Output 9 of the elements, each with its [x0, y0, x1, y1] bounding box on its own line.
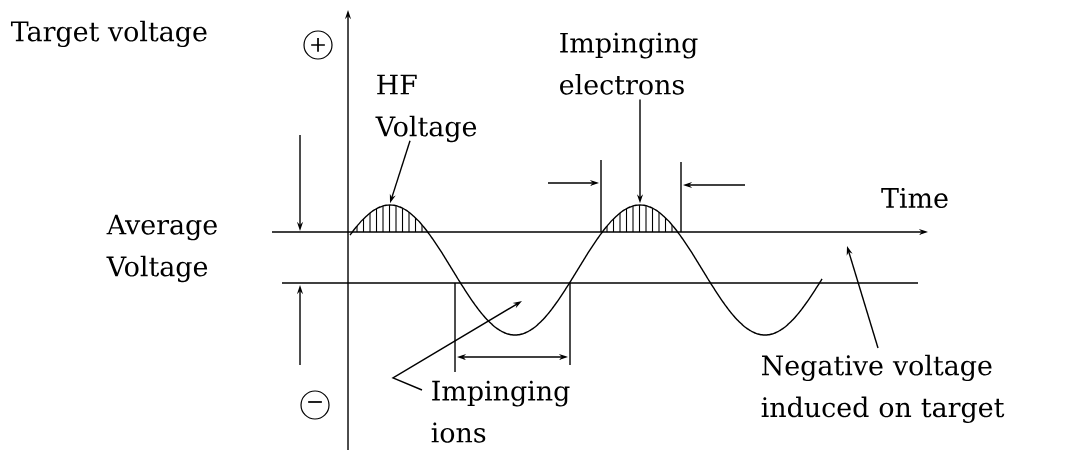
callout-label: HF Voltage [375, 74, 477, 143]
axis-label: Average Voltage [106, 214, 217, 283]
callout-label: Negative voltage induced on target [761, 354, 1005, 423]
hatched-pulse [356, 204, 423, 233]
axis-label: Time [881, 187, 948, 209]
hatched-pulse [606, 204, 673, 233]
callout-label: Impinging electrons [560, 32, 698, 95]
callout-label: Impinging ions [431, 380, 570, 443]
axis-label: Target voltage [11, 20, 207, 48]
